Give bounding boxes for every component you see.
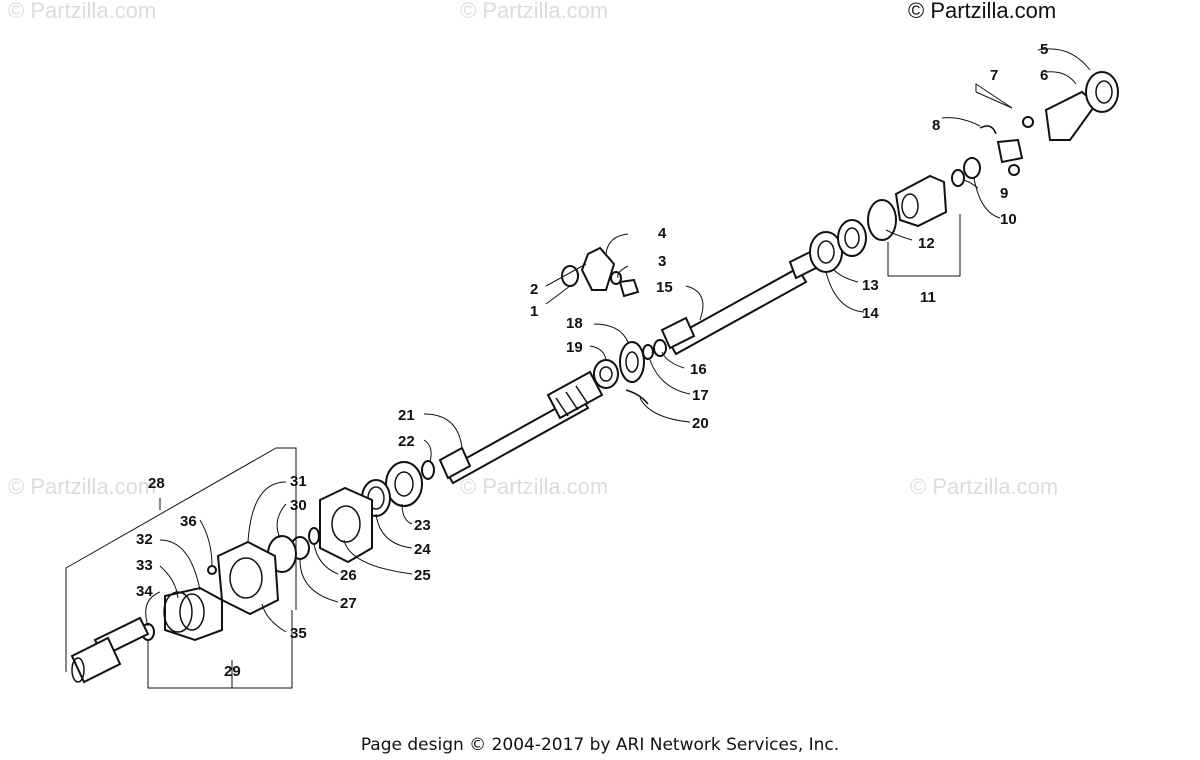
callout-2: 2 <box>530 281 538 298</box>
callout-20: 20 <box>692 415 709 432</box>
washer <box>610 271 622 285</box>
o-ring <box>867 199 897 241</box>
leader-lines <box>65 48 1091 689</box>
ring-gear <box>619 341 645 383</box>
pinion-gear <box>580 246 616 291</box>
callout-18: 18 <box>566 315 583 332</box>
callout-19: 19 <box>566 339 583 356</box>
callout-12: 12 <box>918 235 935 252</box>
yoke-flange <box>1085 71 1119 113</box>
seal <box>837 219 867 257</box>
callout-32: 32 <box>136 531 153 548</box>
yoke-housing <box>894 174 948 228</box>
callout-27: 27 <box>340 595 357 612</box>
callout-35: 35 <box>290 625 307 642</box>
bearing <box>385 461 423 507</box>
washer <box>951 169 965 187</box>
callout-29: 29 <box>224 663 241 680</box>
callout-10: 10 <box>1000 211 1017 228</box>
yoke <box>1044 90 1098 141</box>
shaft-end <box>660 316 696 350</box>
callout-15: 15 <box>656 279 673 296</box>
washer <box>308 527 320 545</box>
callout-6: 6 <box>1040 67 1048 84</box>
drive-shaft-front <box>443 393 590 485</box>
callout-4: 4 <box>658 225 667 242</box>
watermark: © Partzilla.com <box>8 474 156 499</box>
callout-11: 11 <box>920 289 936 306</box>
washer <box>421 460 435 480</box>
callout-33: 33 <box>136 557 153 574</box>
nut <box>618 278 640 298</box>
watermark: © Partzilla.com <box>460 0 608 23</box>
snap-ring <box>979 125 997 135</box>
callout-9: 9 <box>1000 185 1008 202</box>
callout-1: 1 <box>530 303 538 320</box>
callout-25: 25 <box>414 567 431 584</box>
callout-30: 30 <box>290 497 307 514</box>
callout-26: 26 <box>340 567 357 584</box>
callout-36: 36 <box>180 513 197 530</box>
u-joint-cross <box>996 138 1024 164</box>
callout-labels: 1 2 3 4 5 6 7 8 9 10 11 12 13 14 15 16 1… <box>136 41 1048 680</box>
shaft-thread <box>438 446 472 480</box>
callout-13: 13 <box>862 277 879 294</box>
callout-16: 16 <box>690 361 707 378</box>
callout-14: 14 <box>862 305 879 322</box>
bolt <box>207 565 217 575</box>
drive-shaft-rear <box>666 266 808 356</box>
callout-22: 22 <box>398 433 415 450</box>
callout-5: 5 <box>1040 41 1048 58</box>
watermark: © Partzilla.com <box>460 474 608 499</box>
callout-28: 28 <box>148 475 165 492</box>
callout-34: 34 <box>136 583 153 600</box>
callout-17: 17 <box>692 387 709 404</box>
callout-24: 24 <box>414 541 431 558</box>
bearing <box>593 359 619 389</box>
seal <box>963 157 981 179</box>
watermark: © Partzilla.com <box>8 0 156 23</box>
bearing-cap <box>1022 116 1034 128</box>
flange-plate <box>319 486 373 564</box>
callout-31: 31 <box>290 473 307 490</box>
callout-23: 23 <box>414 517 431 534</box>
cv-boot <box>164 586 223 642</box>
copyright-footer: Page design © 2004-2017 by ARI Network S… <box>361 735 839 755</box>
bearing-cap <box>1008 164 1020 176</box>
callout-21: 21 <box>398 407 415 424</box>
snap-ring <box>625 389 649 405</box>
cv-housing <box>216 540 280 616</box>
callout-8: 8 <box>932 117 940 134</box>
parts-artwork <box>70 71 1119 684</box>
washer <box>653 339 667 357</box>
callout-3: 3 <box>658 253 666 270</box>
watermark: © Partzilla.com <box>908 0 1056 23</box>
callout-7: 7 <box>990 67 998 84</box>
watermark: © Partzilla.com <box>910 474 1058 499</box>
